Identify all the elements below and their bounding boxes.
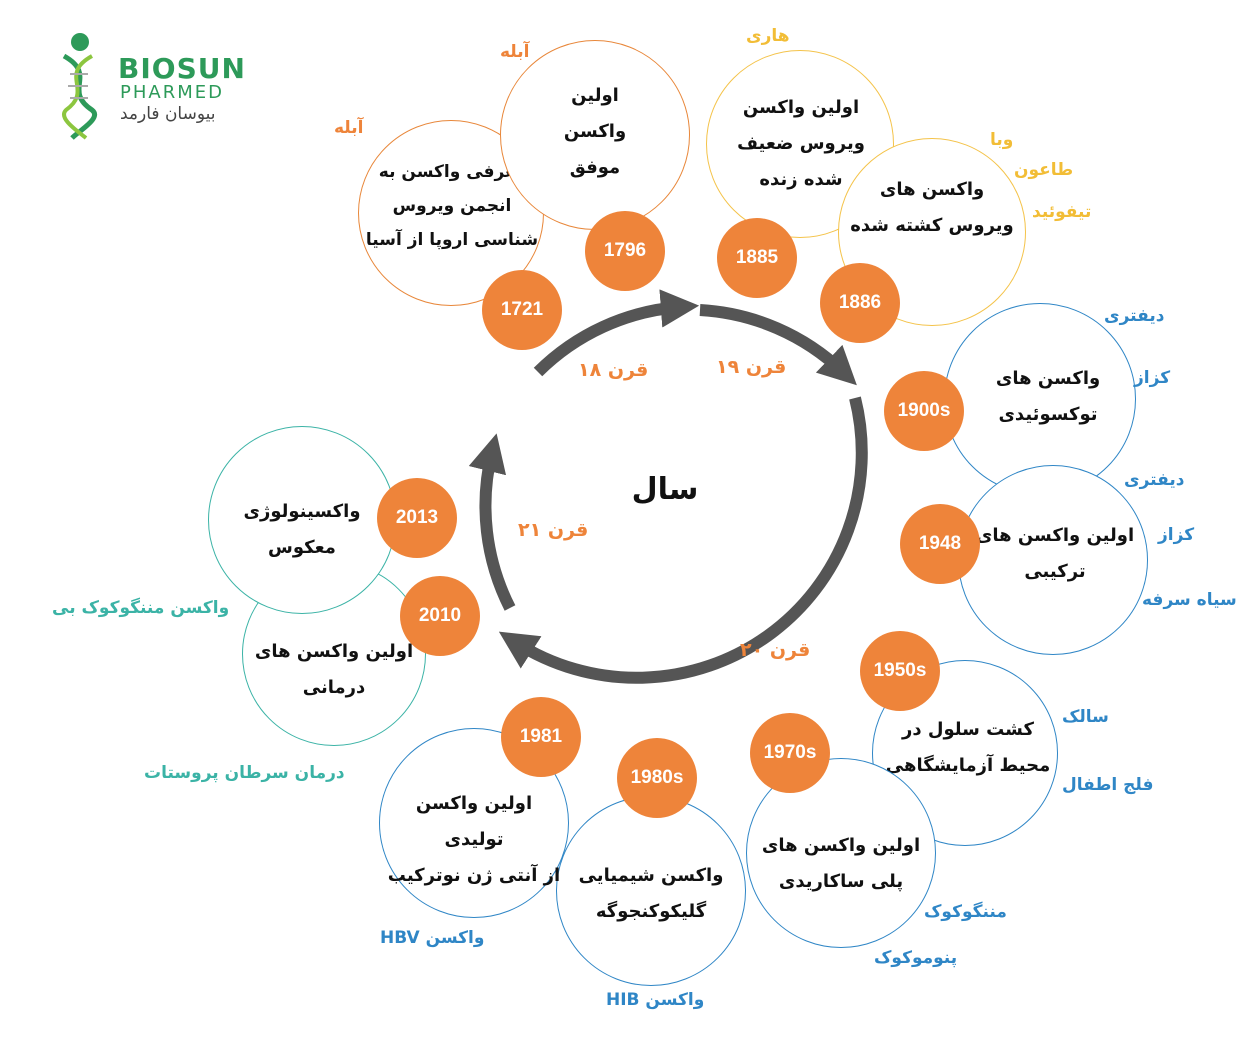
disease-label-diphtheria: دیفتری xyxy=(1124,470,1185,490)
event-circle-1980s xyxy=(556,796,746,986)
logo-subname: PHARMED xyxy=(120,82,224,103)
disease-label-diphtheria: دیفتری xyxy=(1104,306,1165,326)
event-circle-1900s xyxy=(944,303,1136,495)
event-text-1981: اولین واکسن تولیدی از آنتی ژن نوترکیب xyxy=(387,793,561,886)
year-badge-2013: 2013 xyxy=(377,478,457,558)
disease-label-smallpox: آبله xyxy=(500,42,530,62)
disease-label-smallpox: آبله xyxy=(334,118,364,138)
event-text-1950s: کشت سلول در محیط آزمایشگاهی xyxy=(885,719,1051,776)
disease-label-prostate-cancer: درمان سرطان پروستات xyxy=(144,763,345,783)
disease-label-tuberculosis: سالک xyxy=(1062,707,1109,727)
arrow-20th-century xyxy=(498,396,868,684)
arrow-18th-century xyxy=(533,289,700,377)
century-18-label: قرن ۱۸ xyxy=(578,359,649,381)
event-text-1980s: واکسن شیمیایی گلیکوکنجوگه xyxy=(578,865,724,922)
event-text-1885: اولین واکسن ویروس ضعیف شده زنده xyxy=(737,97,865,190)
disease-label-cholera: وبا xyxy=(990,130,1014,150)
center-title: سال xyxy=(631,472,699,507)
event-circle-2013 xyxy=(208,426,396,614)
disease-label-meningococcus-b: واکسن مننگوکوک بی xyxy=(52,598,230,618)
disease-label-typhoid: تیفوئید xyxy=(1032,202,1092,222)
year-badge-1948: 1948 xyxy=(900,504,980,584)
century-19-label: قرن ۱۹ xyxy=(716,356,787,378)
disease-label-polio: فلج اطفال xyxy=(1062,775,1154,795)
event-text-1970s: اولین واکسن های پلی ساکاریدی xyxy=(761,835,921,892)
disease-label-pertussis: سیاه سرفه xyxy=(1142,590,1237,610)
year-badge-1721: 1721 xyxy=(482,270,562,350)
century-20-label: قرن ۲۰ xyxy=(740,639,811,661)
year-badge-1796: 1796 xyxy=(585,211,665,291)
logo-name-fa: بیوسان فارمد xyxy=(120,104,216,124)
event-text-1900s: واکسن های توکسوئیدی xyxy=(995,368,1101,425)
event-text-2010: اولین واکسن های درمانی xyxy=(254,641,414,698)
event-text-1886: واکسن های ویروس کشته شده xyxy=(850,179,1014,236)
disease-label-hib: واکسن HIB xyxy=(606,990,705,1010)
dna-helix-icon xyxy=(62,33,97,140)
event-text-1796: اولین واکسن موفق xyxy=(563,85,627,178)
disease-label-pneumococcus: پنوموکوک xyxy=(874,948,958,968)
disease-label-plague: طاعون xyxy=(1014,160,1074,180)
event-circle-1948 xyxy=(958,465,1148,655)
arrow-21st-century xyxy=(468,433,516,611)
year-badge-1950s: 1950s xyxy=(860,631,940,711)
arrow-19th-century xyxy=(699,304,857,386)
year-badge-1885: 1885 xyxy=(717,218,797,298)
year-badge-1970s: 1970s xyxy=(750,713,830,793)
disease-label-rabies: هاری xyxy=(746,26,790,46)
event-text-2013: واکسینولوژی معکوس xyxy=(243,501,361,558)
year-badge-1900s: 1900s xyxy=(884,371,964,451)
disease-label-tetanus: کزاز xyxy=(1158,525,1195,545)
year-badge-1981: 1981 xyxy=(501,697,581,777)
year-badge-1980s: 1980s xyxy=(617,738,697,818)
disease-label-tetanus: کزاز xyxy=(1134,368,1171,388)
disease-label-hbv: واکسن HBV xyxy=(380,928,485,948)
event-circle-1796 xyxy=(500,40,690,230)
year-badge-2010: 2010 xyxy=(400,576,480,656)
event-text-1948: اولین واکسن های ترکیبی xyxy=(975,525,1135,582)
logo-name: BIOSUN xyxy=(118,52,246,85)
brand-logo: BIOSUN PHARMED بیوسان فارمد xyxy=(52,30,292,140)
disease-label-meningococcus: مننگوکوک xyxy=(924,902,1007,922)
year-badge-1886: 1886 xyxy=(820,263,900,343)
century-21-label: قرن ۲۱ xyxy=(518,519,589,541)
